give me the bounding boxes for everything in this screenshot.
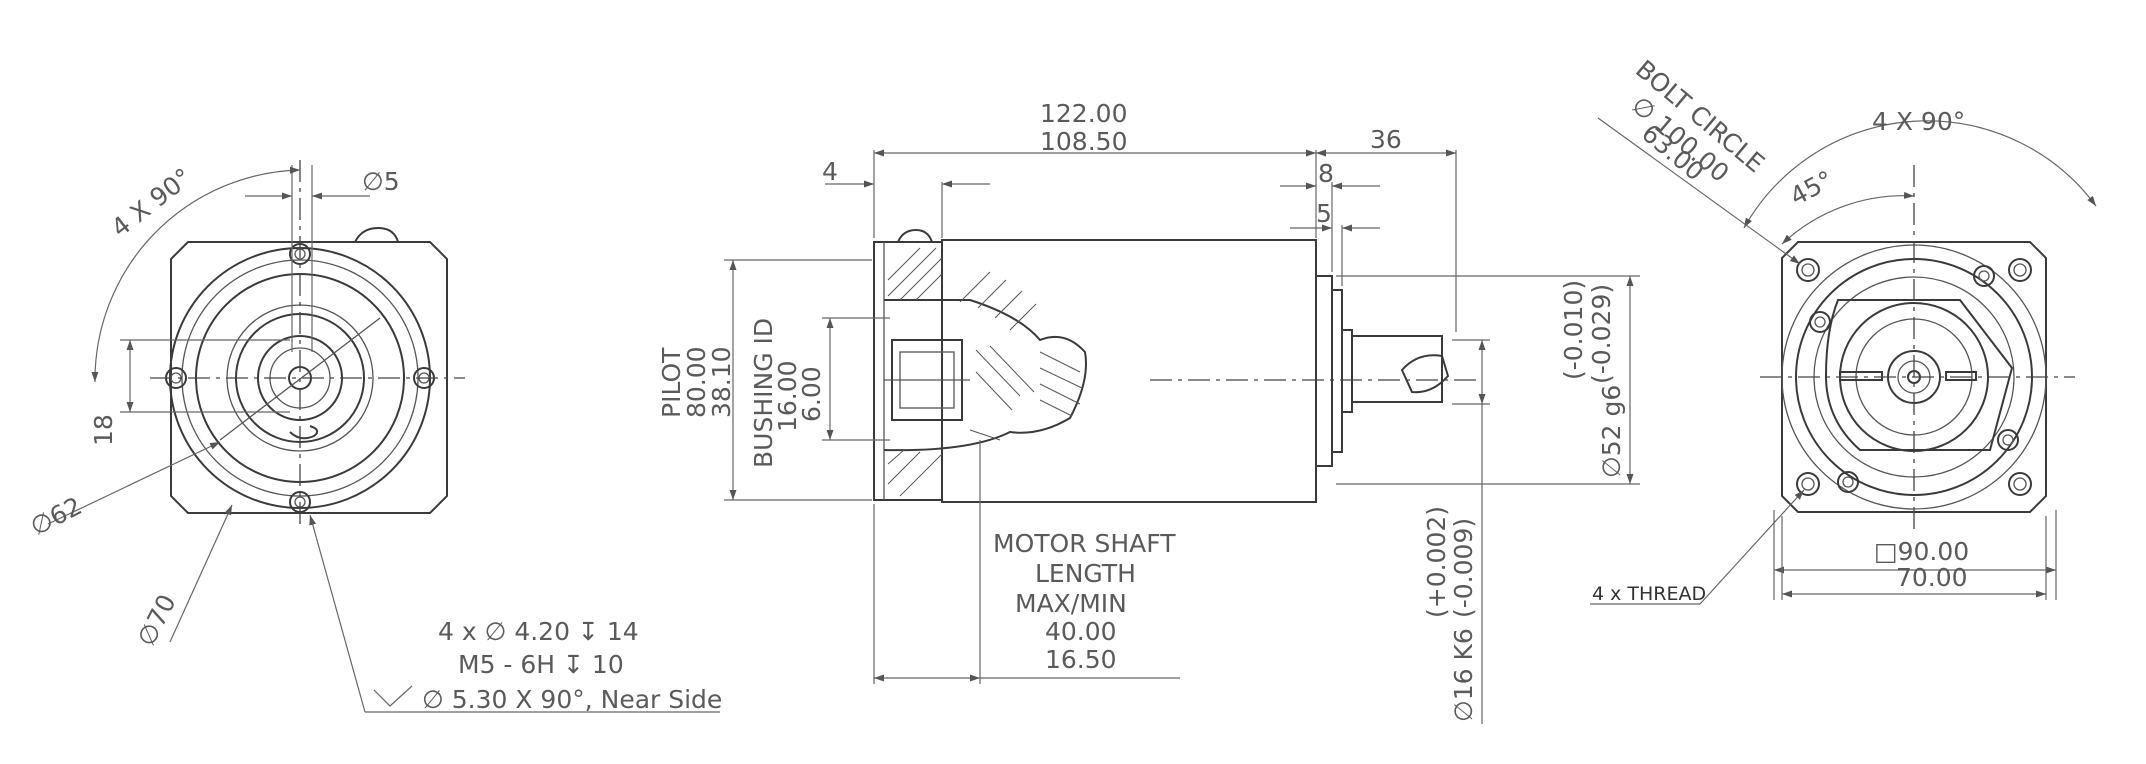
hole-note-line-1: 4 x ∅ 4.20 ↧ 14 bbox=[438, 617, 639, 646]
motor-shaft-line-3: MAX/MIN bbox=[1015, 589, 1127, 618]
pilot-dia-38: 38.10 bbox=[707, 346, 736, 418]
angle-label-left: 4 X 90° bbox=[106, 162, 197, 242]
overall-length-label: 122.00 bbox=[1040, 99, 1127, 128]
motor-shaft-line-2: LENGTH bbox=[1035, 559, 1136, 588]
countersink-note: ∅ 5.30 X 90°, Near Side bbox=[422, 685, 722, 714]
square-70-label: 70.00 bbox=[1896, 563, 1968, 592]
dia-62-label: ∅62 bbox=[26, 491, 87, 541]
motor-shaft-line-1: MOTOR SHAFT bbox=[993, 529, 1176, 558]
countersink-symbol bbox=[373, 685, 413, 707]
hole-note-line-2: M5 - 6H ↧ 10 bbox=[458, 650, 624, 679]
shaft-tol-lower: (-0.029) bbox=[1587, 284, 1616, 384]
side-view-labels: 122.00 108.50 4 36 8 5 PILOT 80.00 38.10… bbox=[657, 99, 1626, 722]
left-view-labels: 4 X 90° ∅5 18 ∅62 ∅70 4 x ∅ 4.20 ↧ 14 M5… bbox=[26, 162, 723, 714]
pin-diameter-label: ∅5 bbox=[362, 167, 400, 196]
bushing-dia-6: 6.00 bbox=[797, 366, 826, 422]
right-view-labels: BOLT CIRCLE ∅ 100.00 63.00 4 X 90° 45° □… bbox=[1592, 54, 1969, 605]
side-view bbox=[724, 149, 1640, 724]
motor-shaft-min: 16.50 bbox=[1045, 645, 1117, 674]
motor-shaft-max: 40.00 bbox=[1045, 617, 1117, 646]
bushing-dia-16: 16.00 bbox=[773, 360, 802, 432]
flange-thickness-label: 4 bbox=[822, 157, 838, 186]
square-90-label: □90.00 bbox=[1874, 537, 1969, 566]
output-tol-lower: (-0.009) bbox=[1449, 518, 1478, 618]
shaft-diameter-label: ∅52 g6 bbox=[1597, 385, 1626, 478]
dim-18-label: 18 bbox=[89, 414, 118, 446]
section-hatching bbox=[887, 247, 1083, 497]
shaft-tol-upper: (-0.010) bbox=[1559, 280, 1588, 380]
left-front-view bbox=[47, 160, 720, 713]
dim-5-label: 5 bbox=[1316, 199, 1332, 228]
angle-4x90-right: 4 X 90° bbox=[1872, 107, 1965, 136]
pilot-dia-80: 80.00 bbox=[682, 346, 711, 418]
dia-70-label: ∅70 bbox=[132, 590, 182, 651]
body-length-label: 108.50 bbox=[1040, 127, 1127, 156]
shaft-length-label: 36 bbox=[1370, 125, 1402, 154]
pilot-label: PILOT bbox=[657, 347, 686, 418]
output-diameter-label: ∅16 K6 bbox=[1449, 628, 1478, 722]
angle-45-label: 45° bbox=[1785, 165, 1838, 211]
output-tol-upper: (+0.002) bbox=[1422, 506, 1451, 618]
right-front-view bbox=[1590, 117, 2097, 605]
dim-8-label: 8 bbox=[1318, 159, 1334, 188]
bushing-label: BUSHING ID bbox=[749, 318, 778, 468]
thread-note: 4 x THREAD bbox=[1592, 583, 1706, 605]
